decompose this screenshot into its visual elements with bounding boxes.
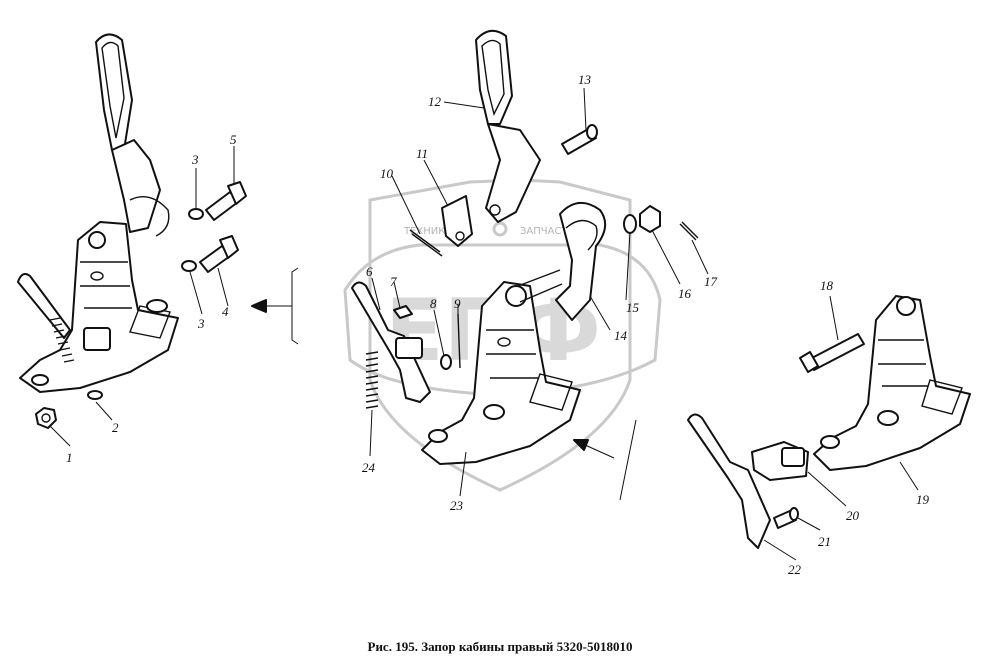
callout-11: 11 [416,146,428,161]
callout-1: 1 [66,450,73,465]
callout-4: 4 [222,304,229,319]
callout-14: 14 [614,328,628,343]
callout-2: 2 [112,420,119,435]
watermark-text-left: ТЕХНИКА [403,226,452,237]
callout-23: 23 [450,498,464,513]
center-assembly [351,29,699,501]
callout-7: 7 [390,274,397,289]
callout-19: 19 [916,492,930,507]
callout-17: 17 [704,274,718,289]
leader-lines [49,87,919,561]
callout-12: 12 [428,94,442,109]
callouts: 1 2 3 3 4 5 6 7 8 9 10 11 12 13 14 15 16… [66,72,930,577]
figure-caption: Рис. 195. Запор кабины правый 5320-50180… [367,639,633,654]
callout-3-lower: 3 [197,316,205,331]
callout-24: 24 [362,460,376,475]
callout-3-upper: 3 [191,152,199,167]
left-assembly [17,33,299,429]
callout-22: 22 [788,562,802,577]
callout-13: 13 [578,72,592,87]
callout-10: 10 [380,166,394,181]
callout-21: 21 [818,534,831,549]
callout-5: 5 [230,132,237,147]
callout-8: 8 [430,296,437,311]
callout-20: 20 [846,508,860,523]
watermark-text-right: ЗАПЧАСТИ [520,226,575,237]
callout-9: 9 [454,296,461,311]
callout-6: 6 [366,264,373,279]
callout-15: 15 [626,300,640,315]
callout-18: 18 [820,278,834,293]
callout-16: 16 [678,286,692,301]
right-assembly [687,295,971,549]
